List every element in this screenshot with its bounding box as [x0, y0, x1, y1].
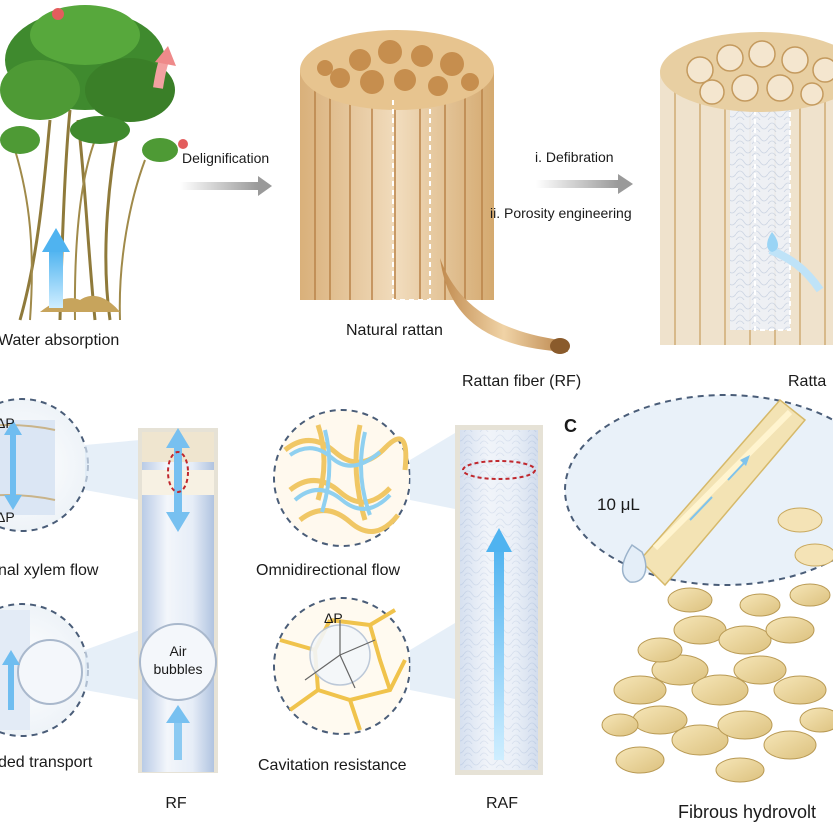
xylem-flow-label: nal xylem flow [0, 562, 99, 579]
defibration-arrow [536, 180, 618, 188]
air-bubbles-label-line1: Air [169, 643, 186, 659]
delignification-arrow [180, 182, 258, 190]
cavitation-callout-wedge [410, 620, 460, 700]
omnidirectional-zoom-circle [273, 409, 411, 547]
xylem-flow-zoom-circle [0, 398, 89, 532]
air-bubbles-label-line2: bubbles [153, 661, 202, 677]
cavitation-resistance-label: Cavitation resistance [258, 757, 407, 774]
defibration-label: i. Defibration [535, 149, 614, 165]
porosity-engineering-label: ii. Porosity engineering [490, 205, 632, 221]
rattan-aerogel-label-cropped: Ratta [788, 373, 826, 390]
omni-callout-wedge [410, 430, 460, 510]
rf-label: RF [165, 795, 187, 812]
raf-tube [455, 425, 543, 775]
natural-rattan-label: Natural rattan [346, 322, 443, 339]
rattan-aerogel-cylinder [660, 32, 833, 345]
droplet-zoom-ellipse [564, 394, 833, 587]
water-up-arrow [42, 228, 70, 308]
rattan-fiber-label: Rattan fiber (RF) [462, 373, 581, 390]
cavitation-zoom-circle [273, 597, 411, 735]
xylem-callout-wedge [85, 440, 140, 500]
delta-p-bottom-label: ΔP [0, 509, 15, 525]
delignification-arrowhead [258, 176, 272, 196]
rattan-fiber-strand [440, 258, 570, 354]
volume-label: 10 μL [597, 495, 640, 514]
transport-label: ded transport [0, 754, 93, 771]
defibration-arrowhead [618, 174, 633, 194]
water-absorption-label: Water absorption [0, 332, 119, 349]
bubble-callout-wedge [85, 630, 140, 700]
omnidirectional-flow-label: Omnidirectional flow [256, 562, 401, 579]
bubble-transport-zoom-circle [0, 603, 89, 737]
cavitation-delta-p-label: ΔP [324, 610, 343, 626]
evaporation-arrow [52, 8, 188, 149]
raf-label: RAF [486, 795, 518, 812]
delta-p-top-label: ΔP [0, 415, 15, 431]
delignification-label: Delignification [182, 150, 269, 166]
panel-c-label: C [564, 416, 577, 436]
natural-rattan-cylinder [300, 30, 494, 301]
tree-illustration [0, 5, 178, 321]
rf-tube [138, 428, 218, 773]
fibrous-hydrovolt-caption: Fibrous hydrovolt [678, 802, 816, 822]
fibrous-hydrovolt-pile [600, 583, 833, 790]
